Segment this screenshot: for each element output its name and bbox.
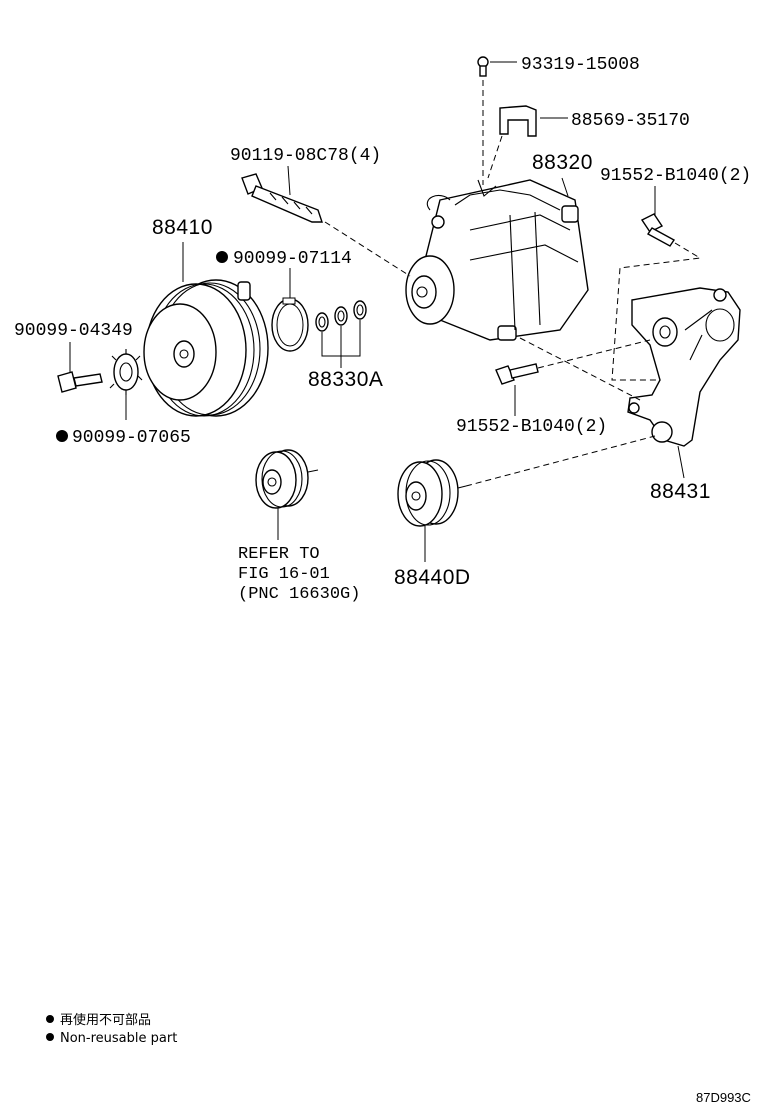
- callout-bracket-large: 88431: [650, 480, 711, 503]
- callout-stud-bolt: 90119-08C78(4): [230, 146, 381, 166]
- clutch-88410[interactable]: [143, 279, 269, 417]
- callout-clutch: 88410: [152, 216, 213, 239]
- bolt-91552-B1040-top[interactable]: [640, 213, 676, 247]
- callout-washer-clutch: 90099-07065: [72, 428, 191, 448]
- screw-93319-15008[interactable]: [477, 56, 489, 77]
- idler-pulley-88440D[interactable]: [397, 459, 467, 527]
- callout-shims: 88330A: [308, 368, 383, 391]
- compressor-88320[interactable]: [405, 179, 589, 341]
- figure-code: 87D993C: [696, 1090, 751, 1105]
- callout-idler-pulley: 88440D: [394, 566, 471, 589]
- refer-note-line2: FIG 16-01: [238, 565, 330, 584]
- callout-snap-ring: 90099-07114: [233, 249, 352, 269]
- callout-compressor: 88320: [532, 151, 593, 174]
- bolt-90099-04349[interactable]: [57, 371, 103, 393]
- pulley-refer-fig[interactable]: [255, 449, 319, 509]
- refer-note-line1: REFER TO: [238, 545, 320, 564]
- shims-88330A[interactable]: [315, 300, 367, 332]
- bolt-91552-B1040-bottom[interactable]: [495, 363, 539, 385]
- refer-note-line3: (PNC 16630G): [238, 585, 360, 604]
- legend-jp: 再使用不可部品: [60, 1012, 151, 1028]
- callout-screw-top: 93319-15008: [521, 55, 640, 75]
- callout-bolt-clutch: 90099-04349: [14, 321, 133, 341]
- non-reusable-dot: [56, 430, 68, 442]
- legend-dot-en: [46, 1033, 54, 1041]
- washer-90099-07065[interactable]: [109, 349, 143, 395]
- bracket-88569-35170[interactable]: [499, 105, 537, 137]
- non-reusable-dot: [216, 251, 228, 263]
- callout-bolt-right-bottom: 91552-B1040(2): [456, 417, 607, 437]
- stud-bolt-90119-08C78[interactable]: [241, 173, 323, 223]
- callout-bracket-small: 88569-35170: [571, 111, 690, 131]
- bracket-88431[interactable]: [627, 287, 741, 447]
- snap-ring-90099-07114[interactable]: [271, 297, 309, 352]
- legend-en: Non-reusable part: [60, 1031, 177, 1046]
- legend-dot-jp: [46, 1015, 54, 1023]
- callout-bolt-right-top: 91552-B1040(2): [600, 166, 751, 186]
